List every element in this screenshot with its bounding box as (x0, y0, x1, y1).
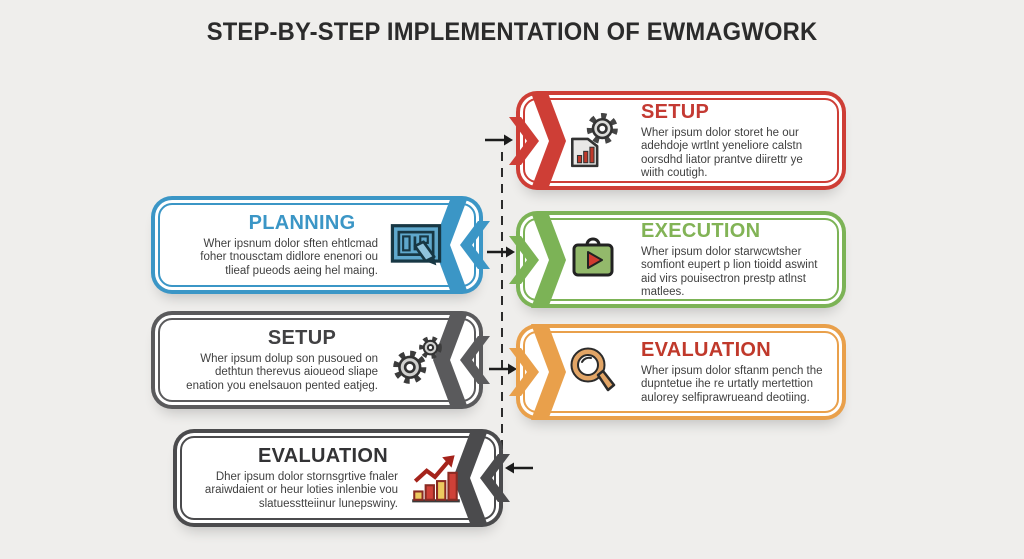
chevron-left-icon (433, 312, 490, 408)
chart-document-gear-icon (563, 111, 623, 171)
flow-arrow-left-icon (505, 462, 533, 474)
step-title: SETUP (641, 100, 710, 123)
blueprint-pen-icon (386, 215, 446, 275)
briefcase-play-icon (563, 230, 623, 290)
step-title: SETUP (267, 326, 337, 349)
step-body: Wher ipsnum dolor sften ehtlcmad foher t… (200, 237, 378, 277)
step-title: EVALUATION (641, 338, 772, 361)
step-body: Wher ipsum dolor sftanm pench the dupnte… (641, 364, 823, 404)
flow-arrow-right-icon (489, 363, 517, 375)
chevron-right-icon (509, 92, 566, 189)
step-title: EVALUATION (257, 444, 389, 467)
page-title: STEP-BY-STEP IMPLEMENTATION OF EWMAGWORK (206, 18, 818, 46)
step-box-planning: PLANNING Wher ipsnum dolor sften ehtlcma… (158, 197, 490, 293)
dashed-connector-line (501, 152, 503, 456)
flow-arrow-right-icon (485, 134, 513, 146)
growth-chart-icon (406, 448, 466, 508)
magnifier-icon (563, 342, 623, 402)
step-box-evaluation-dark: EVALUATION Dher ipsum dolor stornsgrtive… (180, 430, 510, 526)
step-body: Wher ipsum dolup son pusoued on dethtun … (186, 352, 378, 392)
step-box-execution: EXECUTION Wher ipsum dolor starwcwtsher … (509, 211, 839, 308)
step-box-evaluation-orange: EVALUATION Wher ipsum dolor sftanm pench… (509, 324, 839, 420)
chevron-left-icon (453, 430, 510, 526)
step-body: Wher ipsum dolor starwcwtsher somfiont e… (641, 245, 818, 299)
chevron-right-icon (509, 211, 566, 308)
step-body: Wher ipsum dolor storet he our adehdoje … (641, 126, 803, 180)
gears-icon (386, 330, 446, 390)
chevron-right-icon (509, 324, 566, 420)
step-body: Dher ipsum dolor stornsgrtive fnaler ara… (204, 470, 398, 510)
flow-arrow-right-icon (487, 246, 515, 258)
step-title: PLANNING (248, 211, 356, 234)
step-box-setup-red: SETUP Wher ipsum dolor storet he our ade… (509, 92, 839, 189)
step-box-setup-gray: SETUP Wher ipsum dolup son pusoued on de… (158, 312, 490, 408)
step-title: EXECUTION (641, 219, 761, 242)
